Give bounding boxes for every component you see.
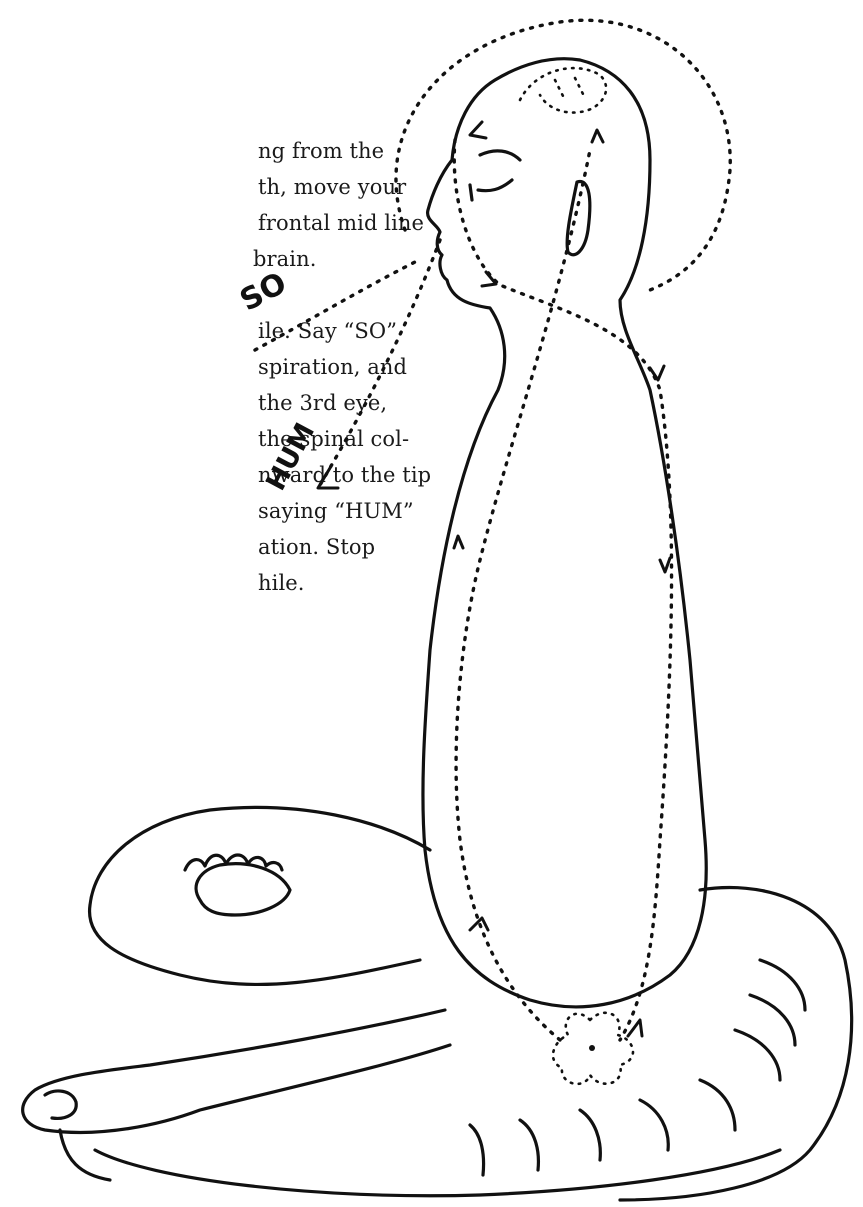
- arrow-icon: [482, 272, 496, 286]
- foot-sole: [196, 864, 290, 915]
- hum-breath-path: [320, 240, 440, 485]
- ear: [567, 182, 590, 255]
- cushion-fold: [580, 1110, 600, 1160]
- arrow-icon: [660, 558, 670, 572]
- cushion-fold: [735, 1030, 780, 1080]
- lower-leg-outline: [95, 1150, 780, 1196]
- closed-eye: [480, 151, 520, 160]
- hand-thumb: [45, 1091, 76, 1118]
- lotus-center: [589, 1045, 595, 1051]
- hum-label: HUM: [260, 418, 321, 496]
- body-outline: [423, 59, 706, 1007]
- energy-path-front: [456, 150, 590, 1040]
- cushion-fold: [640, 1100, 668, 1150]
- cushion-outline: [620, 888, 852, 1200]
- upper-leg-outline: [90, 807, 430, 984]
- so-label: SO: [234, 266, 292, 319]
- arrow-icon: [592, 130, 603, 142]
- arm-outline: [23, 1010, 450, 1132]
- arrow-icon: [650, 366, 664, 380]
- halo-outline: [396, 20, 730, 290]
- cushion-fold: [750, 995, 795, 1045]
- arrow-icon: [318, 468, 338, 488]
- cushion-fold: [700, 1080, 735, 1130]
- eyelashes: [470, 180, 512, 200]
- cushion-fold: [520, 1120, 538, 1170]
- arrow-icon: [470, 122, 486, 138]
- arrow-icon: [454, 536, 463, 548]
- cushion-fold: [470, 1125, 484, 1175]
- crown-chakra: [520, 68, 606, 112]
